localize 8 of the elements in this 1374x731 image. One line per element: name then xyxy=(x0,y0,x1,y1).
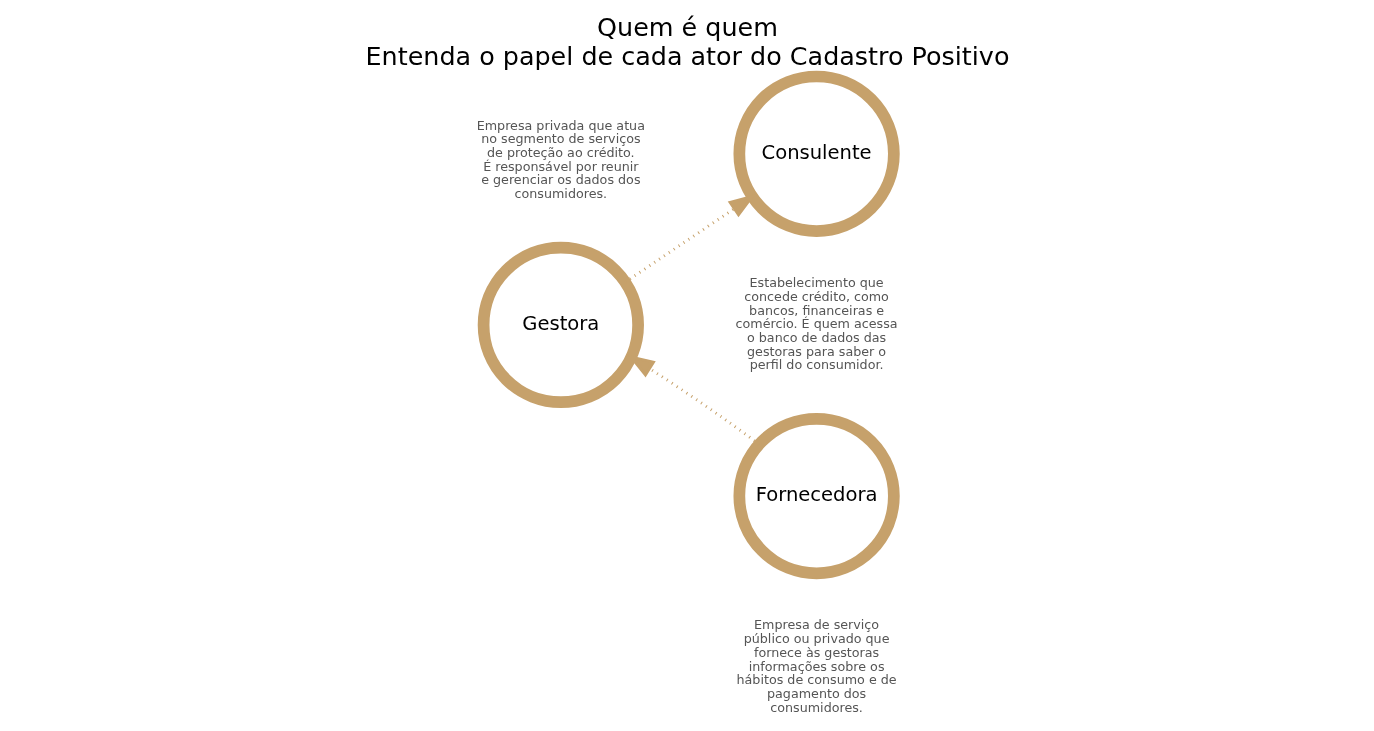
node-label: Empresa privada que atua no segmento de serviços de proteção ao crédito. É responsável por reunir e gerenciar os dados dos consumidores. xyxy=(476,117,645,202)
diagram-title: Quem é quem xyxy=(596,12,778,43)
caption: Entenda o papel de cada ator do Cadastro Positivo xyxy=(365,40,1009,71)
node-label: Estabelecimento que concede crédito, como bancos, financeiras e comércio. É quem acessa o banco de dados das gestoras para saber o perfil do consumidor. xyxy=(735,275,898,373)
node-circle: Consulente xyxy=(732,70,900,237)
node-circle: Gestora xyxy=(477,241,644,409)
node-label: Empresa de serviço público ou privado que fornece às gestoras informações sobre os hábitos de consumo e de pagamento dos consumidores. xyxy=(736,617,897,715)
node-circle: Fornecedora xyxy=(732,412,900,580)
